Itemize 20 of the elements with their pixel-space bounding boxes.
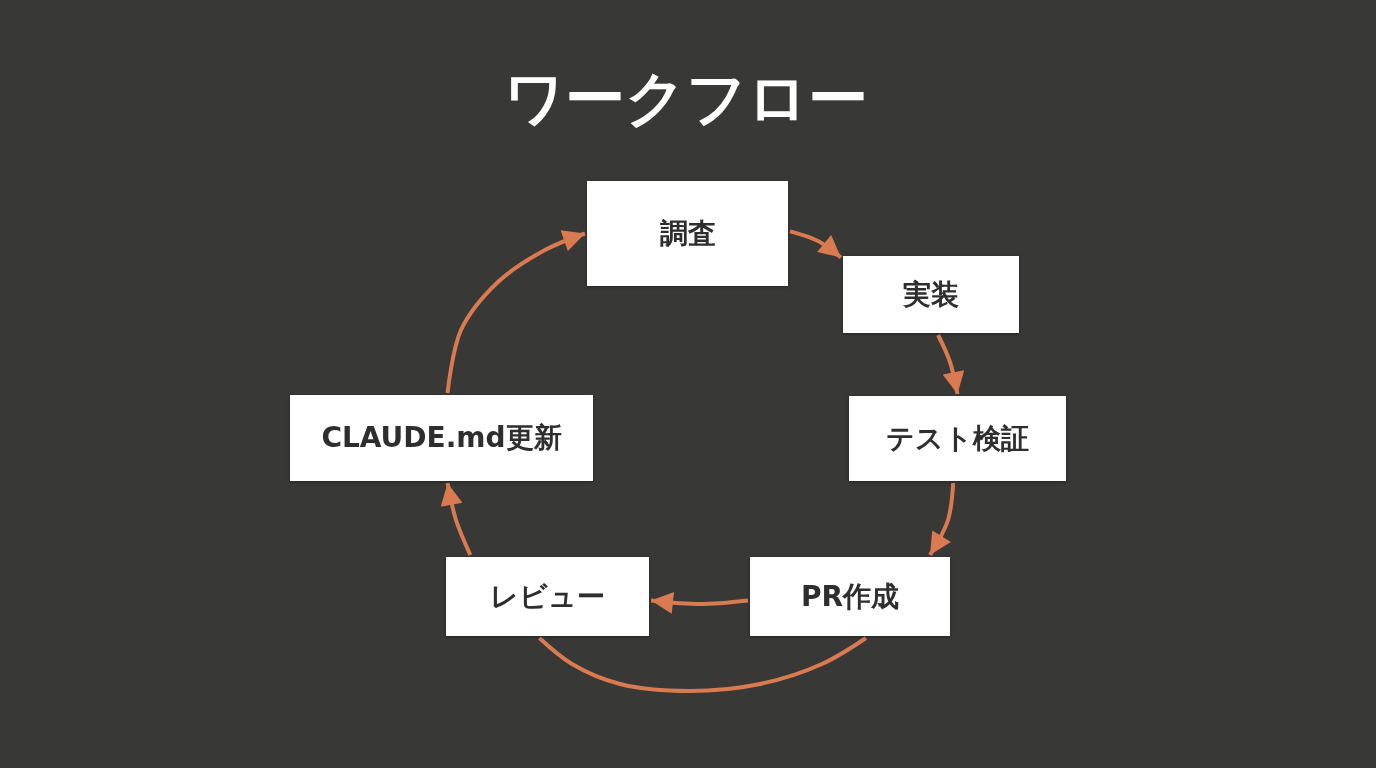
process-box (446, 557, 649, 636)
process-box (750, 557, 950, 636)
process-box (587, 181, 788, 286)
step-label: CLAUDE.md更新 (321, 421, 562, 455)
step-label: レビュー (490, 579, 605, 614)
step-label: 実装 (903, 277, 959, 312)
connector-line (538, 636, 868, 693)
step-label: テスト検証 (886, 421, 1029, 456)
step-label: 調査 (659, 216, 716, 251)
arrow (445, 230, 586, 394)
arrow (789, 229, 843, 260)
arrow (936, 334, 965, 395)
process-box (843, 256, 1019, 333)
title: ワークフロー (504, 64, 868, 133)
process-box (849, 396, 1066, 481)
arrow (650, 591, 749, 614)
process-box (290, 395, 593, 481)
arrow (928, 482, 956, 557)
step-label: PR作成 (800, 579, 900, 614)
arrow (440, 482, 473, 556)
